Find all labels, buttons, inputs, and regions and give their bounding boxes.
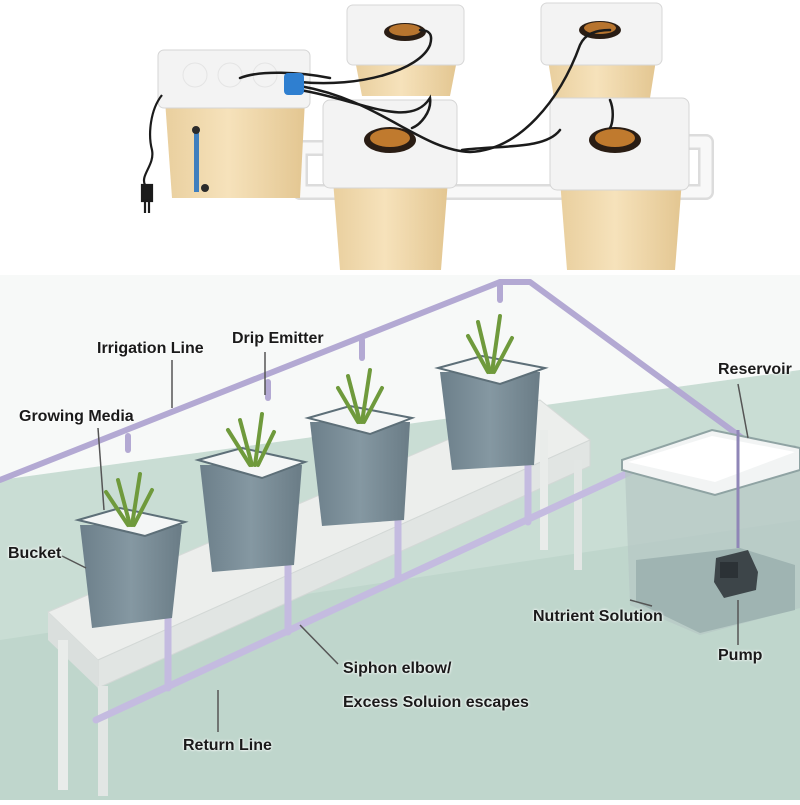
- irrigation-line-pipe: [0, 279, 748, 483]
- product-photo: [140, 2, 714, 270]
- drip-tubing: [238, 28, 614, 154]
- bucket-back-right: [540, 2, 663, 98]
- label-siphon-elbow: Siphon elbow/: [343, 660, 452, 677]
- label-excess-solution: Excess Soluion escapes: [343, 694, 529, 711]
- diagram-bucket-3: [304, 368, 416, 526]
- diagram-bucket-1: [74, 472, 189, 628]
- label-irrigation-line: Irrigation Line: [97, 340, 204, 357]
- diagram-bucket-4: [434, 314, 549, 470]
- bucket-back-left: [346, 4, 465, 96]
- label-pump: Pump: [718, 647, 763, 664]
- manifold-connector: [284, 73, 304, 95]
- label-return-line: Return Line: [183, 737, 272, 754]
- label-drip-emitter: Drip Emitter: [232, 330, 324, 347]
- diagram-reservoir: [621, 428, 800, 635]
- bucket-front-left: [322, 99, 458, 270]
- system-diagram: [0, 275, 800, 800]
- power-cord: [140, 94, 163, 213]
- label-bucket: Bucket: [8, 545, 62, 562]
- diagram-bucket-2: [194, 412, 309, 572]
- label-leaders: [61, 352, 749, 732]
- label-nutrient-solution: Nutrient Solution: [533, 608, 663, 625]
- pump: [714, 550, 758, 598]
- label-reservoir: Reservoir: [718, 361, 792, 378]
- label-growing-media: Growing Media: [19, 408, 134, 425]
- reservoir-bucket: [157, 49, 311, 198]
- bucket-front-right: [549, 97, 690, 270]
